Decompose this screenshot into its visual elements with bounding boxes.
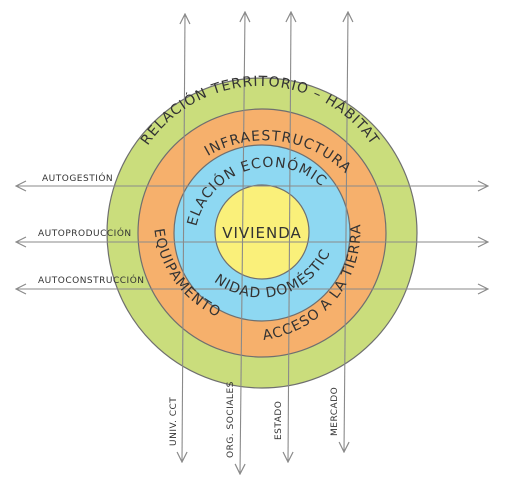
label-autoproduccion: AUTOPRODUCCIÓN	[38, 227, 132, 239]
label-univ-cct: UNIV. CCT	[169, 397, 179, 446]
arrow-mercado	[344, 12, 348, 452]
arrow-org-sociales	[240, 12, 245, 474]
label-autogestion: AUTOGESTIÓN	[42, 172, 113, 184]
label-org-sociales: ORG. SOCIALES	[226, 381, 236, 458]
label-estado: ESTADO	[274, 401, 284, 440]
horizontal-arrows	[16, 186, 488, 289]
vertical-arrows	[182, 12, 348, 474]
arrow-univ-cct	[182, 14, 185, 462]
label-mercado: MERCADO	[330, 387, 340, 436]
label-autoconstruccion: AUTOCONSTRUCCIÓN	[38, 274, 145, 286]
core-label: VIVIENDA	[222, 224, 302, 242]
arrow-estado	[288, 12, 291, 462]
